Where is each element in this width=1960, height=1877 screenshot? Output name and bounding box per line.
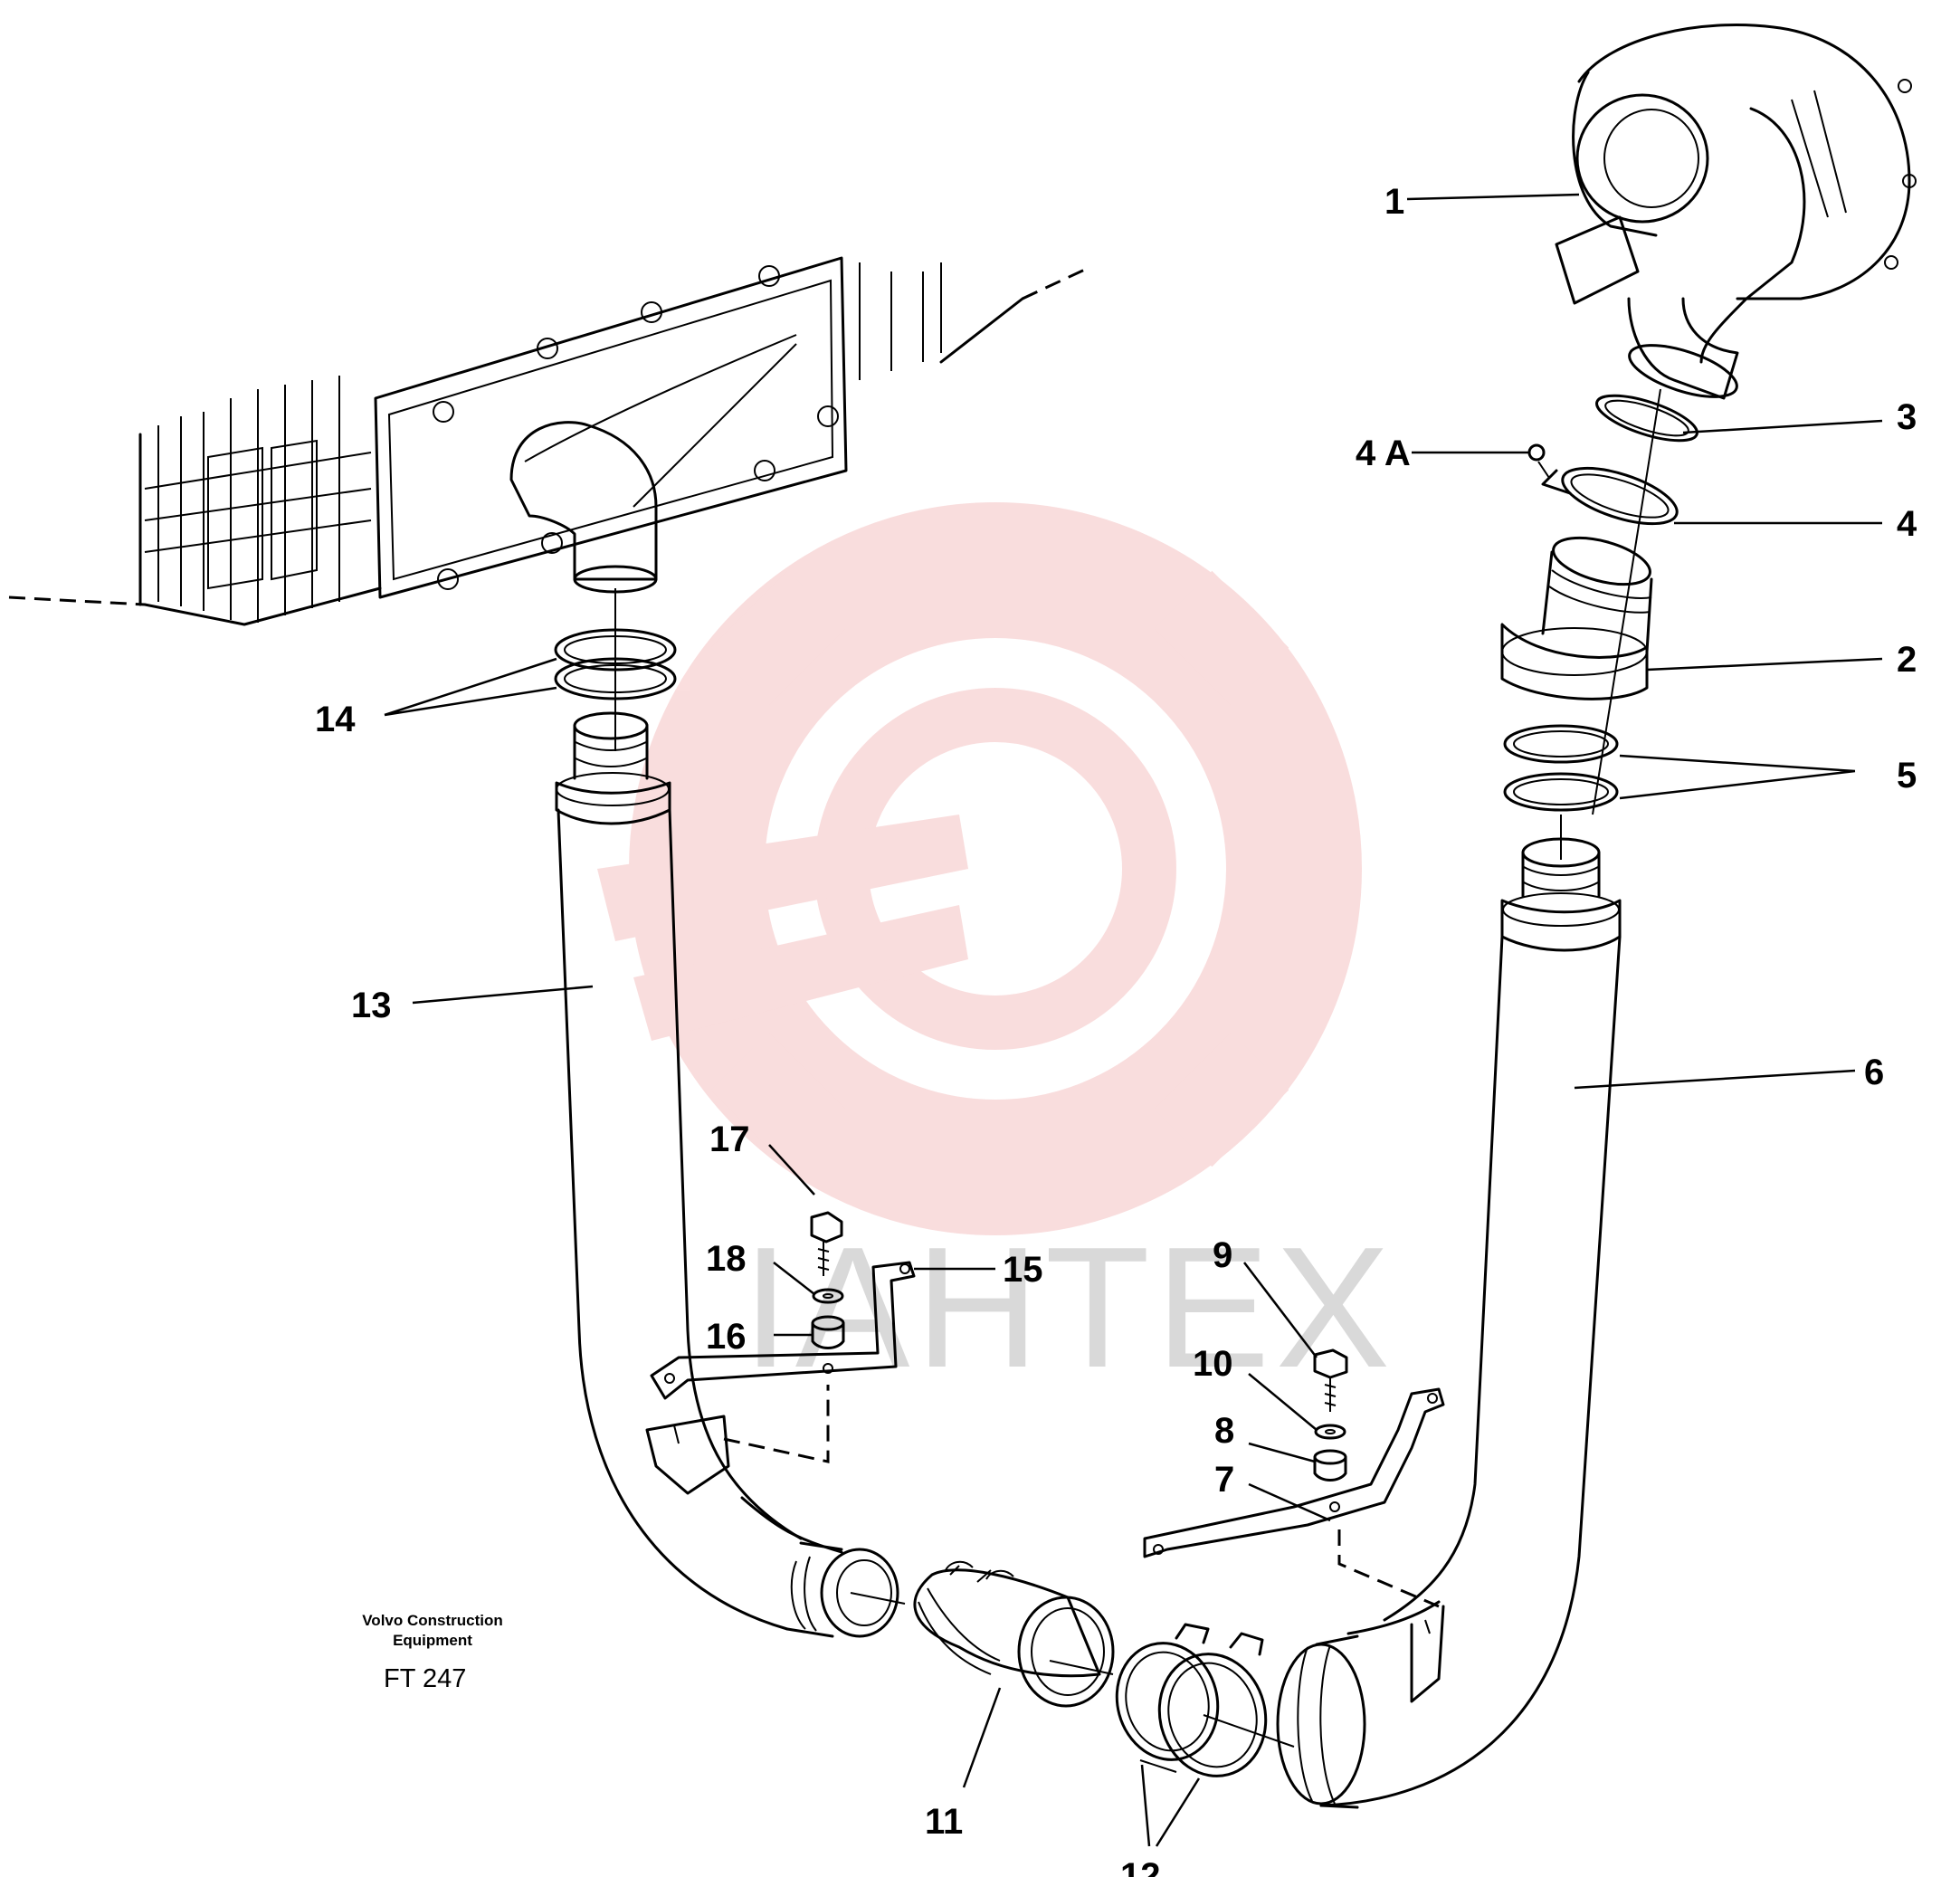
callout-5: 5 — [1897, 756, 1917, 796]
bracket-mount-right — [1337, 1529, 1445, 1703]
intercooler-housing — [374, 256, 848, 599]
hose-clamps-12 — [1115, 1623, 1268, 1777]
washer-10 — [1314, 1424, 1346, 1440]
leader-lines — [384, 193, 1883, 1847]
watermark-text: IAHTEX — [742, 1212, 1395, 1404]
spacer-16 — [811, 1315, 845, 1349]
callout-17: 17 — [709, 1120, 750, 1159]
callout-13: 13 — [351, 986, 392, 1025]
callout-14: 14 — [315, 700, 356, 739]
callout-18: 18 — [706, 1239, 747, 1279]
callout-1: 1 — [1384, 182, 1404, 222]
bracket-mount-left — [645, 1385, 830, 1495]
washer-18 — [812, 1288, 844, 1304]
spacer-8 — [1313, 1449, 1347, 1482]
pipe-6-inlet-end — [1276, 1634, 1366, 1809]
o-rings-5 — [1503, 724, 1619, 812]
callout-4: 4 — [1897, 504, 1917, 544]
callout-9: 9 — [1213, 1235, 1232, 1275]
charge-air-pipe-6 — [1319, 837, 1622, 1807]
callout-2: 2 — [1897, 640, 1917, 680]
turbocharger — [1555, 24, 1917, 400]
caption-line-2: Equipment — [393, 1632, 472, 1649]
bolt-17 — [810, 1211, 843, 1276]
connector-2 — [1500, 536, 1653, 700]
callout-7: 7 — [1214, 1460, 1234, 1500]
callout-labels: 1 3 4 A 4 2 5 6 13 14 17 18 16 15 9 10 8… — [315, 182, 1917, 1877]
assembly-axes — [614, 388, 1661, 860]
callout-4a: 4 A — [1356, 434, 1411, 473]
callout-3: 3 — [1897, 397, 1917, 437]
callout-11: 11 — [925, 1802, 963, 1842]
bolt-9 — [1313, 1348, 1348, 1412]
bracket-15 — [650, 1261, 916, 1400]
o-ring-3 — [1595, 394, 1698, 443]
screw-4a — [1527, 443, 1550, 479]
callout-12: 12 — [1120, 1856, 1161, 1877]
callout-6: 6 — [1864, 1053, 1884, 1092]
callout-16: 16 — [706, 1317, 747, 1357]
engine-block — [8, 262, 1091, 626]
publisher-caption: Volvo Construction Equipment FT 247 — [362, 1612, 503, 1693]
figure-code: FT 247 — [384, 1664, 466, 1693]
pipe-13-outlet-end — [785, 1541, 899, 1638]
callout-10: 10 — [1193, 1344, 1233, 1384]
hose-clamp-4 — [1541, 466, 1679, 526]
watermark-gear-icon — [597, 502, 1362, 1235]
callout-15: 15 — [1003, 1250, 1043, 1290]
bracket-7 — [1143, 1387, 1445, 1558]
hose-11 — [913, 1560, 1115, 1708]
caption-line-1: Volvo Construction — [362, 1612, 503, 1629]
callout-8: 8 — [1214, 1411, 1234, 1451]
